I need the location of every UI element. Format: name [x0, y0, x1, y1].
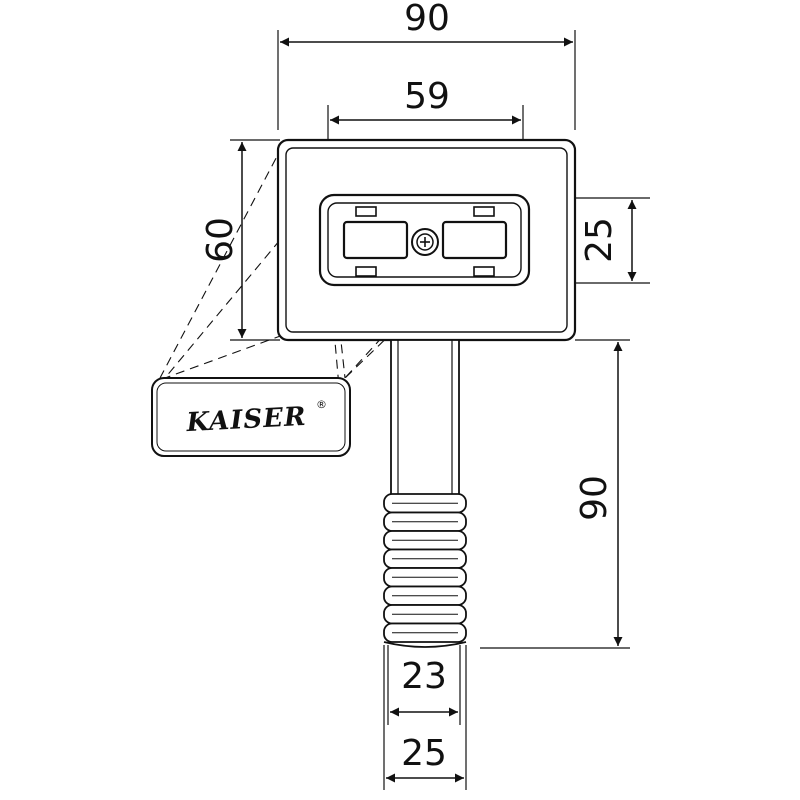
- label-pipe-length: 90: [574, 475, 615, 521]
- contact-slot-right: [441, 220, 508, 260]
- contact-slot-left: [342, 220, 409, 260]
- pin-top-right: [473, 206, 495, 217]
- label-pipe-outer: 25: [401, 733, 447, 774]
- label-slot-height: 25: [579, 217, 620, 263]
- pin-bottom-left: [355, 266, 377, 277]
- logo-brand: KAISER: [185, 402, 307, 438]
- connector-recess-inner: [327, 202, 522, 278]
- logo-registered-mark: ®: [316, 398, 327, 411]
- label-inner-width: 59: [404, 76, 450, 117]
- label-pipe-inner: 23: [401, 656, 447, 697]
- pin-top-left: [355, 206, 377, 217]
- corrugated-hose: [383, 493, 467, 648]
- hose-end: [383, 641, 467, 648]
- center-screw-inner: [416, 233, 434, 251]
- label-height-left: 60: [200, 217, 241, 263]
- faceplate-inner: [285, 147, 568, 333]
- logo-plate: KAISER ®: [151, 377, 351, 457]
- faceplate: [276, 138, 577, 342]
- pin-bottom-right: [473, 266, 495, 277]
- label-top-width: 90: [404, 0, 450, 39]
- pipe-rigid-section: [390, 339, 460, 499]
- dimension-lines: [237, 37, 637, 783]
- extension-lines: [230, 30, 650, 790]
- center-screw-outer: [411, 228, 439, 256]
- pipe: [390, 339, 460, 499]
